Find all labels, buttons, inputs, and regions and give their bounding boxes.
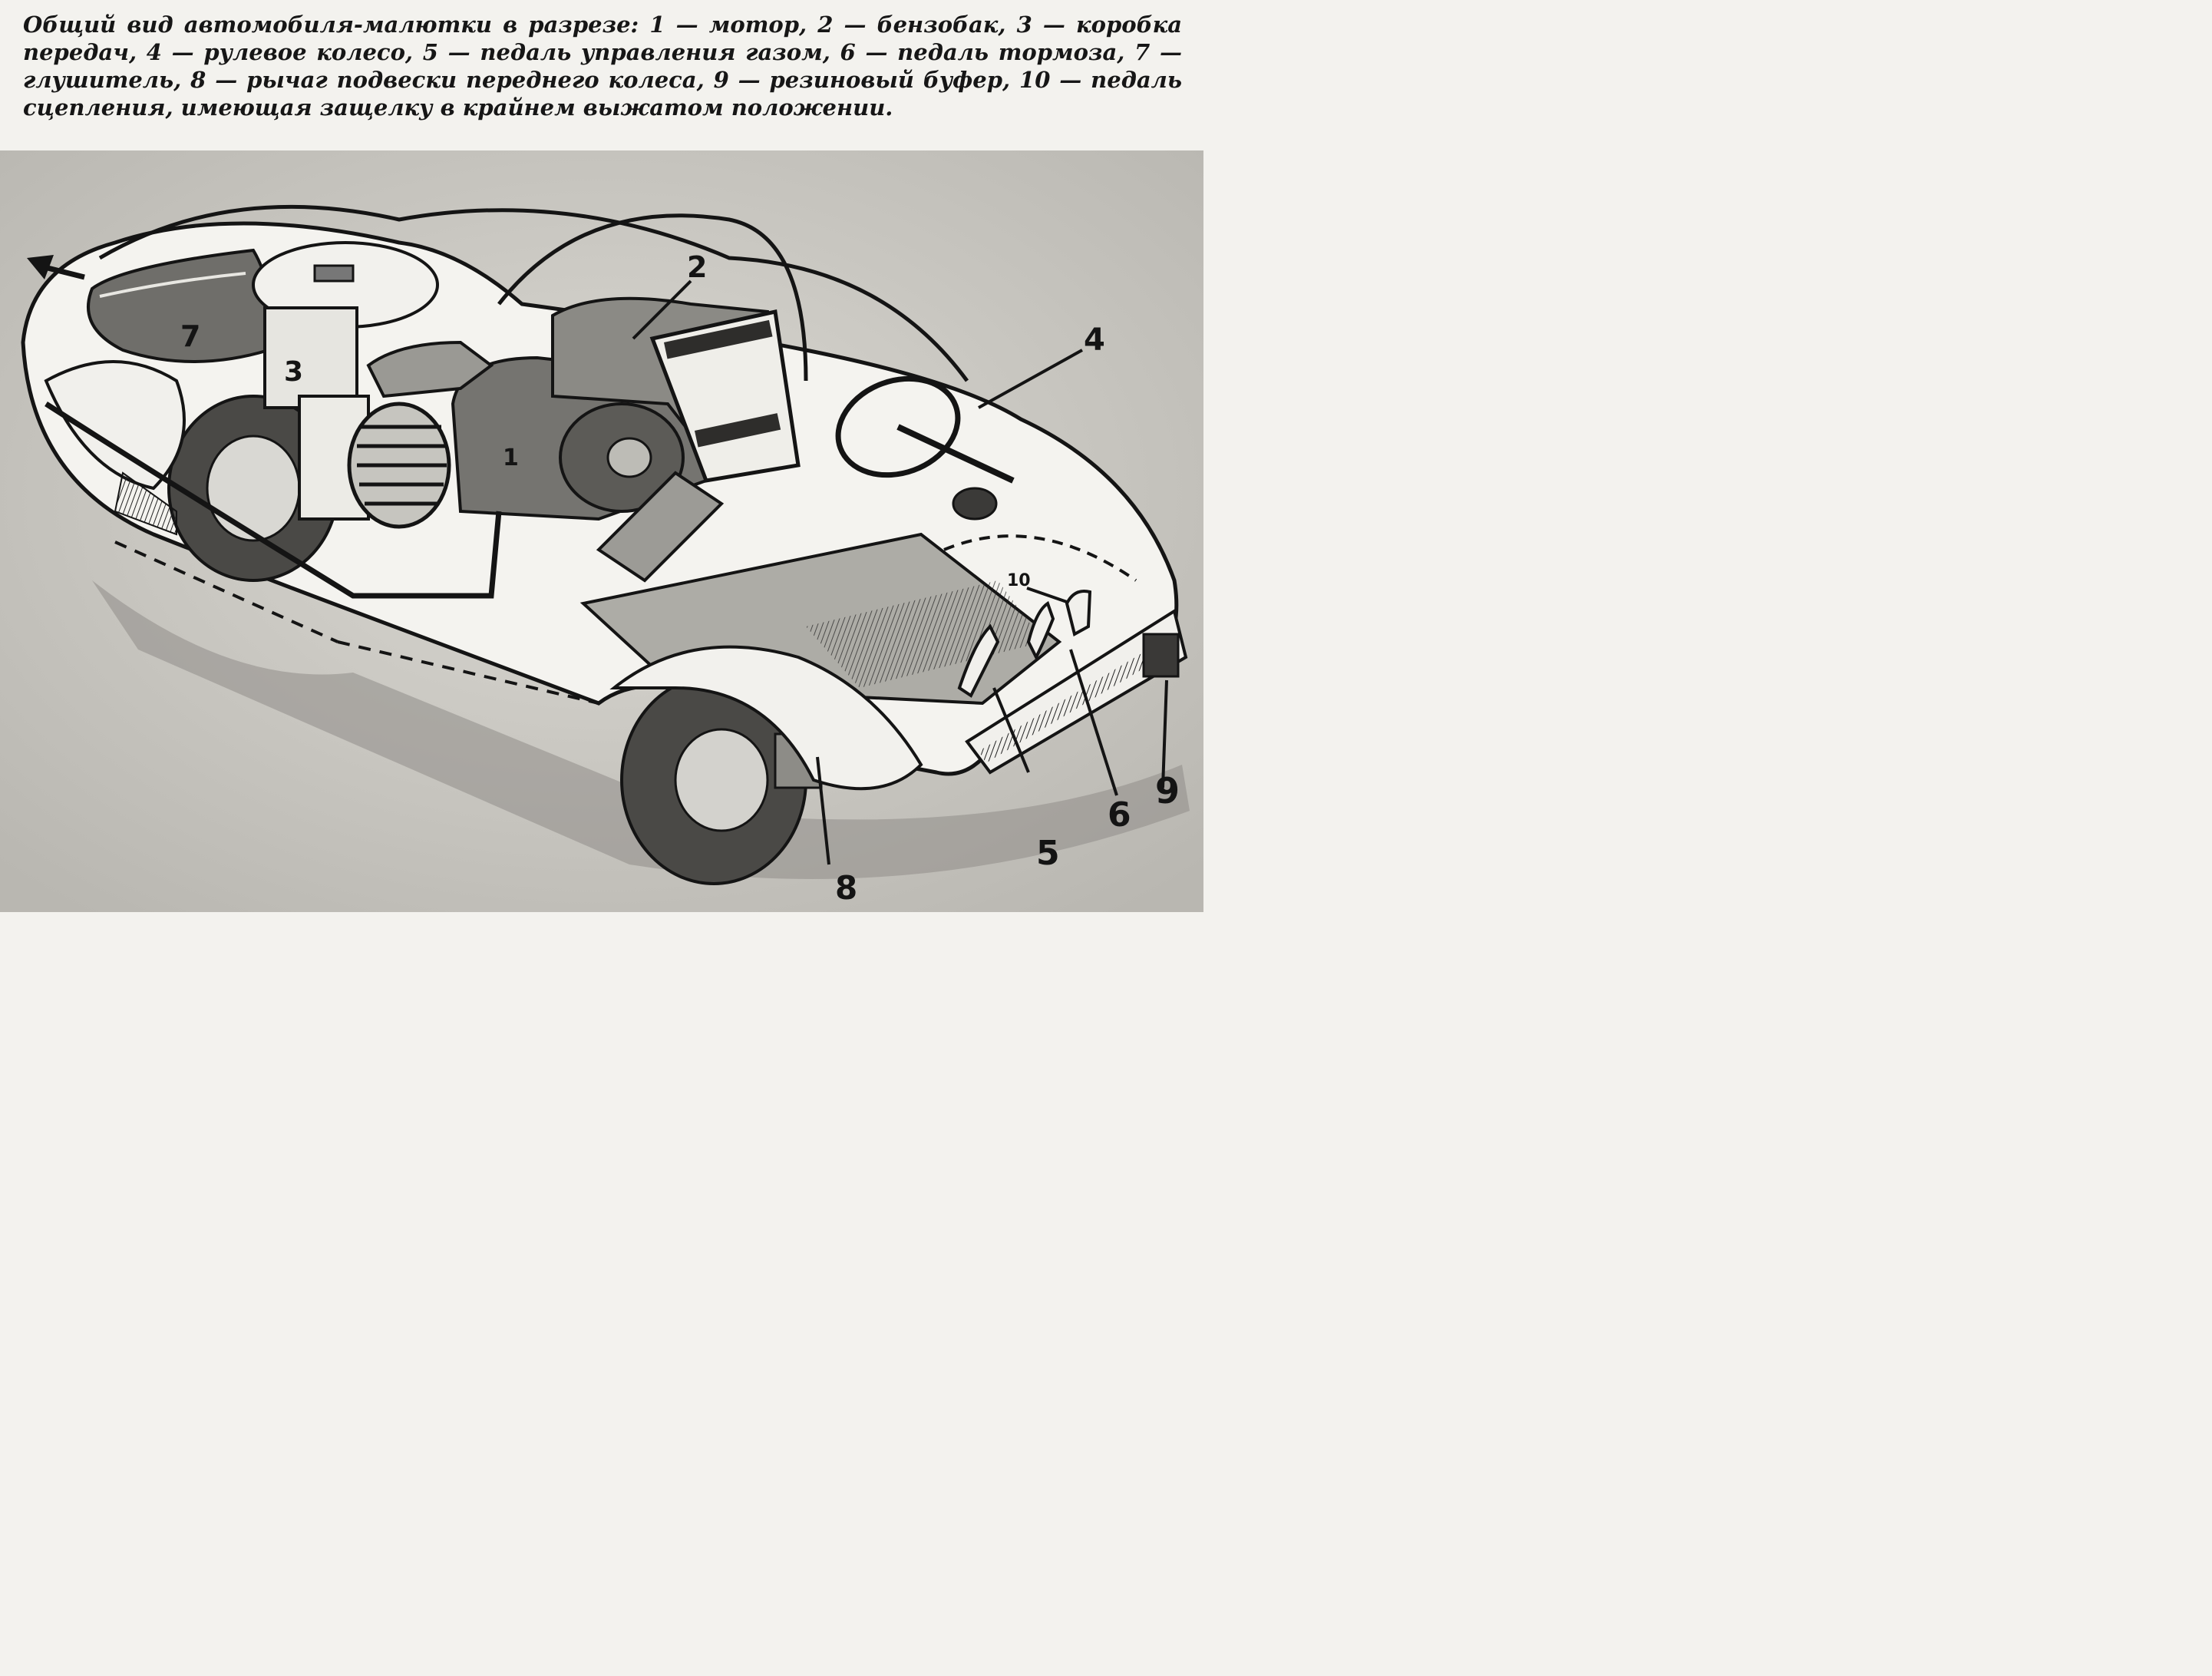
gas-pedal — [957, 623, 1000, 698]
front-fender — [609, 645, 923, 791]
steering-wheel — [835, 375, 1015, 521]
label-gearbox: 3 — [284, 356, 303, 388]
frame-tube — [45, 402, 502, 599]
label-suspension-arm: 8 — [835, 869, 857, 907]
pedals — [957, 590, 1092, 698]
label-brake-pedal: 6 — [1108, 795, 1131, 835]
leader-lines — [632, 279, 1168, 865]
clutch-pedal — [1065, 590, 1092, 637]
car-diagram: 1 2 3 4 5 6 7 8 9 10 — [0, 150, 1203, 912]
page: Общий вид автомобиля-малютки в разрезе: … — [0, 0, 1203, 912]
label-muffler: 7 — [180, 319, 200, 353]
fuel-tank — [551, 296, 801, 483]
label-gas-pedal: 5 — [1036, 834, 1060, 873]
brake-pedal — [1026, 600, 1055, 661]
fuel-pipe — [596, 471, 725, 583]
ground-line — [114, 540, 599, 705]
label-rubber-buffer: 9 — [1155, 770, 1180, 812]
clutch-latch-arc — [943, 534, 1137, 582]
canopy — [98, 204, 969, 382]
figure-caption: Общий вид автомобиля-малютки в разрезе: … — [23, 12, 1182, 121]
label-clutch-pedal: 10 — [1007, 571, 1031, 590]
car-cutaway-illustration: 1 2 3 4 5 6 7 8 9 10 — [0, 150, 1203, 912]
label-steering-wheel: 4 — [1084, 322, 1105, 358]
gearbox — [252, 241, 439, 521]
rubber-buffer — [1142, 633, 1180, 678]
rear-fender — [44, 360, 186, 491]
label-motor: 1 — [503, 445, 519, 471]
muffler — [27, 248, 272, 363]
label-fuel-tank: 2 — [687, 250, 707, 284]
canopy-hoop — [497, 213, 808, 382]
